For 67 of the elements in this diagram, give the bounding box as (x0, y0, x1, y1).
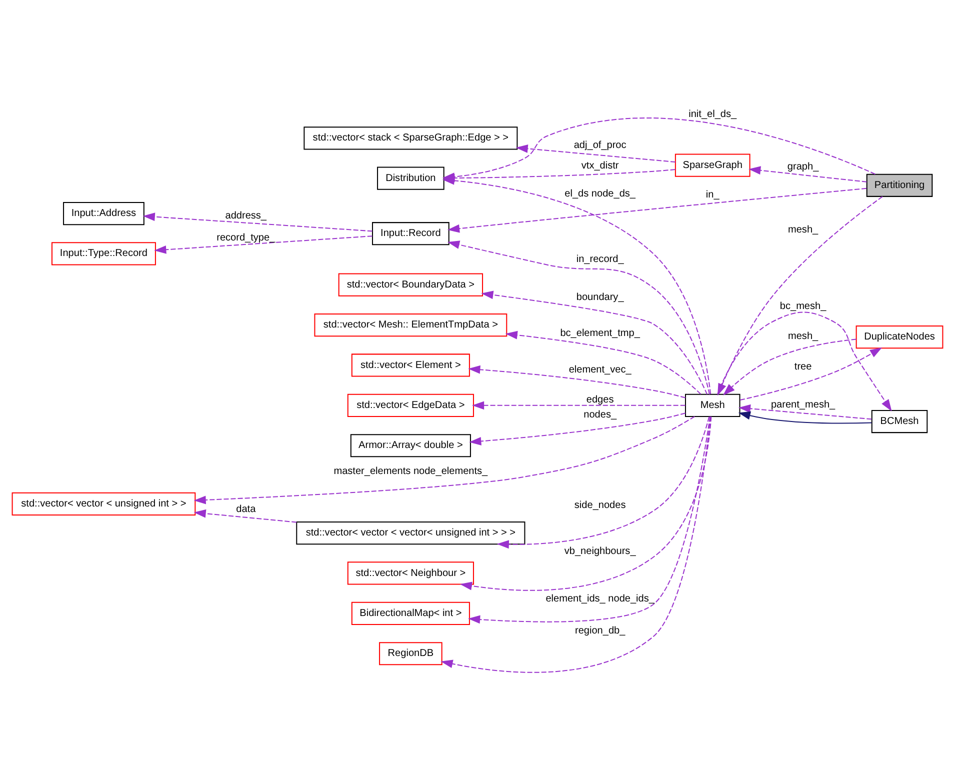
edge-label: side_nodes (574, 499, 626, 510)
node-box: Armor::Array< double > (350, 434, 471, 457)
arrow (723, 338, 856, 395)
arrow (740, 347, 882, 400)
node-box: Input::Address (63, 201, 144, 225)
edge-label: in_ (706, 188, 720, 200)
arrow (468, 364, 686, 398)
node-box: Partitioning (866, 173, 933, 196)
arrow (516, 144, 676, 162)
edge-label: mesh_ (788, 330, 818, 342)
arrow (447, 187, 867, 232)
node-box: SparseGraph (674, 153, 750, 176)
edge-label: record_type_ (216, 232, 276, 244)
node-box: std::vector< Element > (351, 353, 470, 376)
edge-label: data (236, 503, 256, 514)
arrow (748, 166, 867, 182)
arrow (469, 412, 686, 445)
node-box: std::vector< BoundaryData > (338, 272, 484, 296)
arrow (447, 240, 710, 394)
node-box: Input::Record (372, 222, 450, 245)
node-box: BCMesh (871, 409, 928, 433)
arrow (194, 508, 297, 522)
node-box: std::vector< vector < unsigned int > > (12, 492, 196, 515)
edge-label: vb_neighbours_ (564, 546, 636, 557)
node-box: Mesh (685, 393, 740, 416)
arrow (505, 330, 702, 394)
node-box: std::vector< EdgeData > (347, 393, 474, 416)
arrow (738, 404, 872, 420)
arrow (481, 290, 708, 394)
arrow (496, 416, 710, 548)
edge-label: bc_mesh_ (780, 300, 826, 312)
edge-label: master_elements node_elements_ (334, 465, 488, 476)
edge-label: element_vec_ (568, 364, 632, 375)
edge-label: adj_of_proc (574, 140, 626, 151)
edge-label: graph_ (787, 160, 819, 172)
edge-label: el_ds node_ds_ (564, 188, 636, 199)
node-box: Input::Type::Record (51, 242, 156, 265)
edge-label: region_db_ (574, 625, 626, 636)
arrow (440, 416, 711, 672)
edge-label: element_ids_ node_ids_ (546, 592, 654, 604)
arrow (472, 400, 686, 410)
edge-label: boundary_ (576, 291, 624, 302)
node-box: Distribution (377, 166, 444, 190)
arrow (442, 176, 712, 394)
edge-label: nodes_ (584, 408, 617, 420)
arrow (738, 410, 872, 424)
edge-label: bc_element_tmp_ (560, 328, 640, 339)
edge-label: mesh_ (788, 224, 818, 236)
edge-label: in_record_ (576, 253, 624, 264)
edge-label: tree (794, 360, 812, 372)
edge-label: parent_mesh_ (770, 398, 836, 410)
node-box: RegionDB (379, 642, 442, 665)
node-box: DuplicateNodes (856, 325, 944, 348)
arrow (468, 416, 711, 624)
arrow (460, 416, 712, 590)
edge-label: address_ (225, 210, 267, 222)
node-box: std::vector< Neighbour > (347, 561, 474, 584)
arrow (194, 416, 695, 504)
arrow (154, 235, 372, 254)
arrow (142, 212, 372, 232)
edge-label: init_el_ds_ (688, 108, 737, 120)
node-box: std::vector< vector < vector< unsigned int > > > (296, 520, 526, 544)
node-box: std::vector< stack < SparseGraph::Edge > > (304, 126, 518, 150)
node-box: std::vector< Mesh:: ElementTmpData > (314, 313, 508, 336)
edge-label: vtx_distr (581, 160, 619, 171)
edge-label: edges (586, 394, 614, 405)
node-box: BidirectionalMap< int > (351, 601, 470, 624)
